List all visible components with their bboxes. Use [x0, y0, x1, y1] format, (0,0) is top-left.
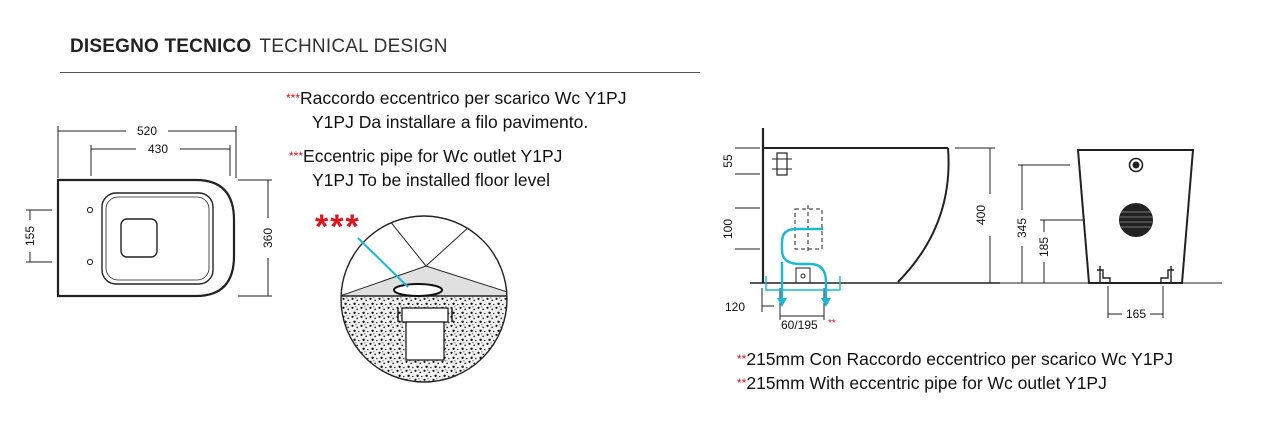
dim-345: 345	[1015, 218, 1029, 238]
note-it-line1: Raccordo eccentrico per scarico Wc Y1PJ	[300, 88, 627, 108]
note-en-line2: Y1PJ To be installed floor level	[312, 170, 551, 190]
note-italian: ***Raccordo eccentrico per scarico Wc Y1…	[286, 86, 626, 134]
dim-155: 155	[23, 226, 37, 246]
detail-mark: ***	[315, 208, 361, 246]
page-title: DISEGNO TECNICO TECHNICAL DESIGN	[70, 36, 448, 58]
bottom-mark-1: **	[737, 352, 747, 366]
dim-185: 185	[1037, 237, 1051, 257]
bottom-line-1: 215mm Con Raccordo eccentrico per scaric…	[746, 349, 1173, 369]
note-en-mark: ***	[289, 149, 304, 163]
dim-55: 55	[721, 154, 735, 168]
back-view	[1018, 149, 1195, 318]
title-divider	[60, 72, 700, 73]
dim-60-195: 60/195	[781, 318, 818, 332]
floor-detail-view	[340, 215, 508, 383]
note-english: ***Eccentric pipe for Wc outlet Y1PJ Y1P…	[289, 144, 562, 192]
bottom-note-italian: **215mm Con Raccordo eccentrico per scar…	[737, 347, 1173, 371]
bottom-mark-2: **	[737, 376, 747, 390]
title-bold: DISEGNO TECNICO	[70, 36, 252, 57]
dim-outlet-mark: **	[828, 318, 836, 329]
dim-430: 430	[148, 142, 168, 156]
dim-360: 360	[261, 228, 275, 248]
note-en-line1: Eccentric pipe for Wc outlet Y1PJ	[303, 146, 563, 166]
dim-165: 165	[1126, 307, 1146, 321]
dim-100: 100	[721, 219, 735, 239]
dim-520: 520	[137, 124, 157, 138]
title-light: TECHNICAL DESIGN	[259, 36, 448, 57]
plan-view	[26, 126, 272, 298]
note-it-mark: ***	[286, 91, 301, 105]
dim-400: 400	[974, 205, 988, 225]
bottom-line-2: 215mm With eccentric pipe for Wc outlet …	[746, 373, 1107, 393]
dim-120: 120	[725, 300, 745, 314]
bottom-note-english: **215mm With eccentric pipe for Wc outle…	[737, 371, 1107, 395]
note-it-line2: Y1PJ Da installare a filo pavimento.	[312, 112, 589, 132]
eccentric-pipe	[765, 227, 841, 307]
